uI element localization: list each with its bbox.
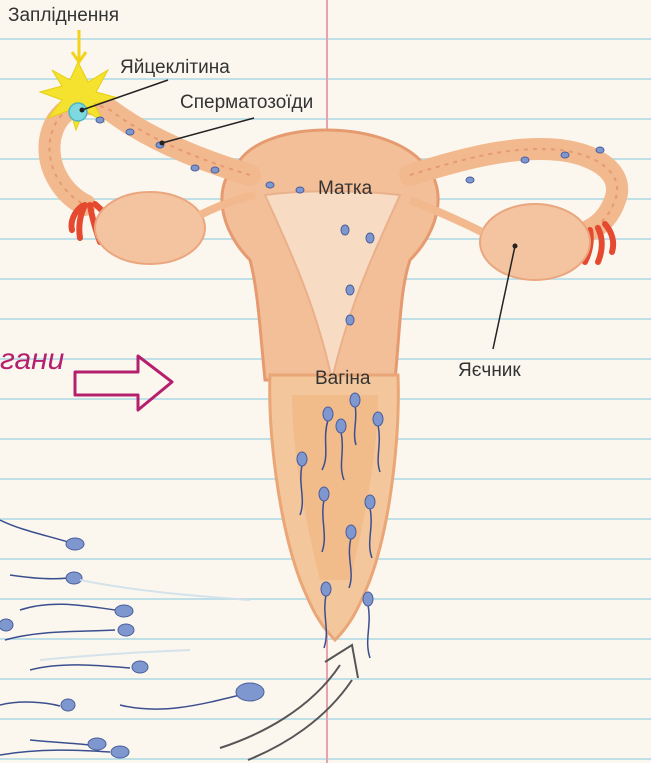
label-egg-cell: Яйцеклітина <box>120 57 230 79</box>
right-ovary <box>480 204 590 280</box>
label-uterus: Матка <box>318 178 372 200</box>
leader-line-sperm <box>162 118 254 143</box>
fertilization-arrow-icon <box>72 30 86 62</box>
label-ovary: Яєчник <box>458 360 521 382</box>
partial-word: гани <box>0 343 64 377</box>
label-sperm: Сперматозоїди <box>180 92 313 114</box>
direction-arrow-icon <box>75 356 172 410</box>
label-vagina: Вагіна <box>315 368 370 390</box>
label-fertilization: Запліднення <box>8 5 119 27</box>
left-ovary <box>95 192 205 264</box>
upward-curved-arrow-icon <box>220 645 358 760</box>
egg-cell <box>69 103 87 121</box>
sperm-swarm <box>0 520 264 758</box>
